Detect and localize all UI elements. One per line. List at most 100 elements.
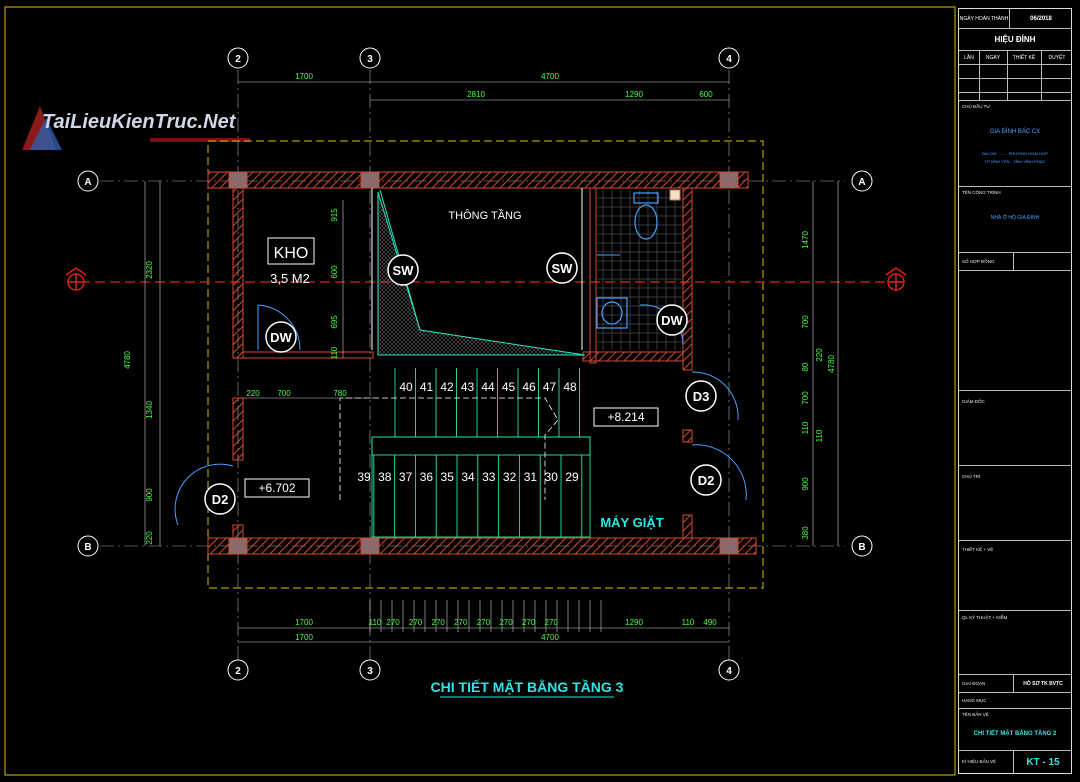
tb-sheet-no-value: KT - 15 (1013, 751, 1073, 773)
stair-step-number: 32 (503, 470, 517, 484)
stair-step-number: 47 (543, 380, 557, 394)
tb-project: TÊN CÔNG TRÌNH NHÀ Ở HỘ GIA ĐÌNH (959, 187, 1071, 253)
walls (207, 171, 757, 555)
room-kho: KHO 3,5 M2 (267, 237, 315, 286)
svg-text:220: 220 (145, 531, 154, 545)
tb-revision-header: HIỆU ĐÍNH (959, 29, 1071, 51)
svg-text:80: 80 (801, 362, 810, 371)
svg-text:380: 380 (801, 526, 810, 540)
tb-qa-label: QL KỸ THUẬT + KIỂM (962, 615, 1008, 620)
svg-text:110: 110 (815, 429, 824, 442)
tb-sheet-no: KÍ HIỆU BẢN VẼ KT - 15 (959, 751, 1071, 773)
tb-item: HẠNG MỤC (959, 693, 1071, 709)
svg-text:915: 915 (330, 208, 339, 222)
tb-owner-label: CHỦ ĐẦU TƯ (962, 104, 991, 109)
toilet-icon (633, 192, 659, 240)
tb-owner-name: GIA ĐÌNH BÁC CX (989, 129, 1041, 135)
void-label: THÔNG TẦNG (448, 209, 521, 222)
svg-text:1290: 1290 (625, 90, 643, 99)
watermark-logo: TaiLieuKienTruc.Net (22, 106, 250, 150)
svg-text:DW: DW (270, 330, 292, 345)
axis-bubble-a-right: A (851, 170, 873, 192)
axis-bubble-a-left: A (77, 170, 99, 192)
svg-text:B: B (858, 542, 865, 553)
svg-text:4: 4 (726, 54, 732, 65)
svg-text:220: 220 (815, 348, 824, 362)
svg-text:110: 110 (801, 421, 810, 434)
tb-director-label: GIÁM ĐỐC (962, 399, 985, 404)
tb-phase: GIAI ĐOẠN HỒ SƠ TK BVTC (959, 675, 1071, 693)
svg-text:D2: D2 (698, 473, 715, 488)
tb-col-lan: LẦN (964, 54, 974, 61)
svg-text:110: 110 (682, 618, 695, 627)
dimension-lines (144, 81, 839, 643)
stair-step-number: 39 (357, 470, 371, 484)
svg-text:3,5 M2: 3,5 M2 (270, 271, 310, 286)
svg-text:1700: 1700 (295, 633, 313, 642)
svg-text:900: 900 (801, 477, 810, 491)
svg-text:1340: 1340 (145, 401, 154, 419)
stair-step-number: 33 (482, 470, 496, 484)
tb-chair-label: CHỦ TRÌ (962, 474, 981, 479)
axis-bubble-3-bottom: 3 (359, 659, 381, 681)
stair-step-number: 42 (440, 380, 454, 394)
tb-owner: CHỦ ĐẦU TƯ GIA ĐÌNH BÁC CX ĐỊA CHỈ: ....… (959, 101, 1071, 187)
dimension-270: 270 (522, 618, 536, 627)
stair-step-number: 40 (399, 380, 413, 394)
stair-step-number: 45 (502, 380, 516, 394)
dimension-270: 270 (454, 618, 468, 627)
door-tag-d3: D3 (685, 380, 717, 412)
svg-text:B: B (84, 542, 91, 553)
axis-bubble-3-top: 3 (359, 47, 381, 69)
sink-icon (596, 297, 628, 329)
stair-step-number: 37 (399, 470, 413, 484)
dimension-270: 270 (499, 618, 513, 627)
stair-step-number: 41 (420, 380, 434, 394)
tb-designer: THIẾT KẾ + VẼ (959, 541, 1071, 611)
stair-step-number: 44 (481, 380, 495, 394)
svg-text:600: 600 (699, 90, 713, 99)
tb-col-duyet: DUYỆT (1048, 54, 1066, 61)
svg-text:110: 110 (330, 346, 339, 359)
svg-text:4780: 4780 (827, 355, 836, 373)
tb-item-label: HẠNG MỤC (962, 698, 987, 703)
axis-bubble-b-right: B (851, 535, 873, 557)
level-tag-upper: +8.214 (593, 407, 659, 427)
tb-contract-label: SỐ HỢP ĐỒNG (962, 259, 995, 264)
tb-chair: CHỦ TRÌ (959, 466, 1071, 541)
laundry-label: MÁY GIẶT (600, 515, 663, 530)
svg-text:700: 700 (801, 315, 810, 329)
svg-text:2320: 2320 (145, 261, 154, 279)
svg-text:110: 110 (369, 618, 382, 627)
svg-text:1470: 1470 (801, 231, 810, 249)
svg-text:SW: SW (393, 263, 415, 278)
tb-col-ngay: NGÀY (985, 54, 1001, 61)
svg-text:4780: 4780 (123, 351, 132, 369)
stair-step-number: 48 (563, 380, 577, 394)
title-block: NGÀY HOÀN THÀNH 06/2018 HIỆU ĐÍNH LẦN NG… (958, 8, 1072, 774)
tb-project-name: NHÀ Ở HỘ GIA ĐÌNH (990, 215, 1040, 221)
svg-text:780: 780 (333, 389, 347, 398)
svg-text:2810: 2810 (467, 90, 485, 99)
door-tag-sw-left: SW (387, 254, 419, 286)
dimension-270: 270 (545, 618, 559, 627)
svg-text:1700: 1700 (295, 618, 313, 627)
svg-text:900: 900 (145, 488, 154, 502)
svg-text:3: 3 (367, 54, 373, 65)
svg-text:1290: 1290 (625, 618, 643, 627)
section-line (65, 267, 907, 291)
door-swings (174, 188, 747, 526)
door-tag-d2-right: D2 (690, 464, 722, 496)
tb-revision-title: HIỆU ĐÍNH (994, 35, 1036, 44)
staircase (371, 368, 591, 538)
svg-text:2: 2 (235, 54, 241, 65)
svg-text:600: 600 (330, 265, 339, 279)
door-tag-dw-kho: DW (265, 321, 297, 353)
logo-text: TaiLieuKienTruc.Net (42, 111, 237, 133)
tb-director: GIÁM ĐỐC (959, 391, 1071, 466)
svg-text:DW: DW (661, 313, 683, 328)
dimension-270: 270 (477, 618, 491, 627)
axis-bubble-4-bottom: 4 (718, 659, 740, 681)
svg-text:3: 3 (367, 666, 373, 677)
